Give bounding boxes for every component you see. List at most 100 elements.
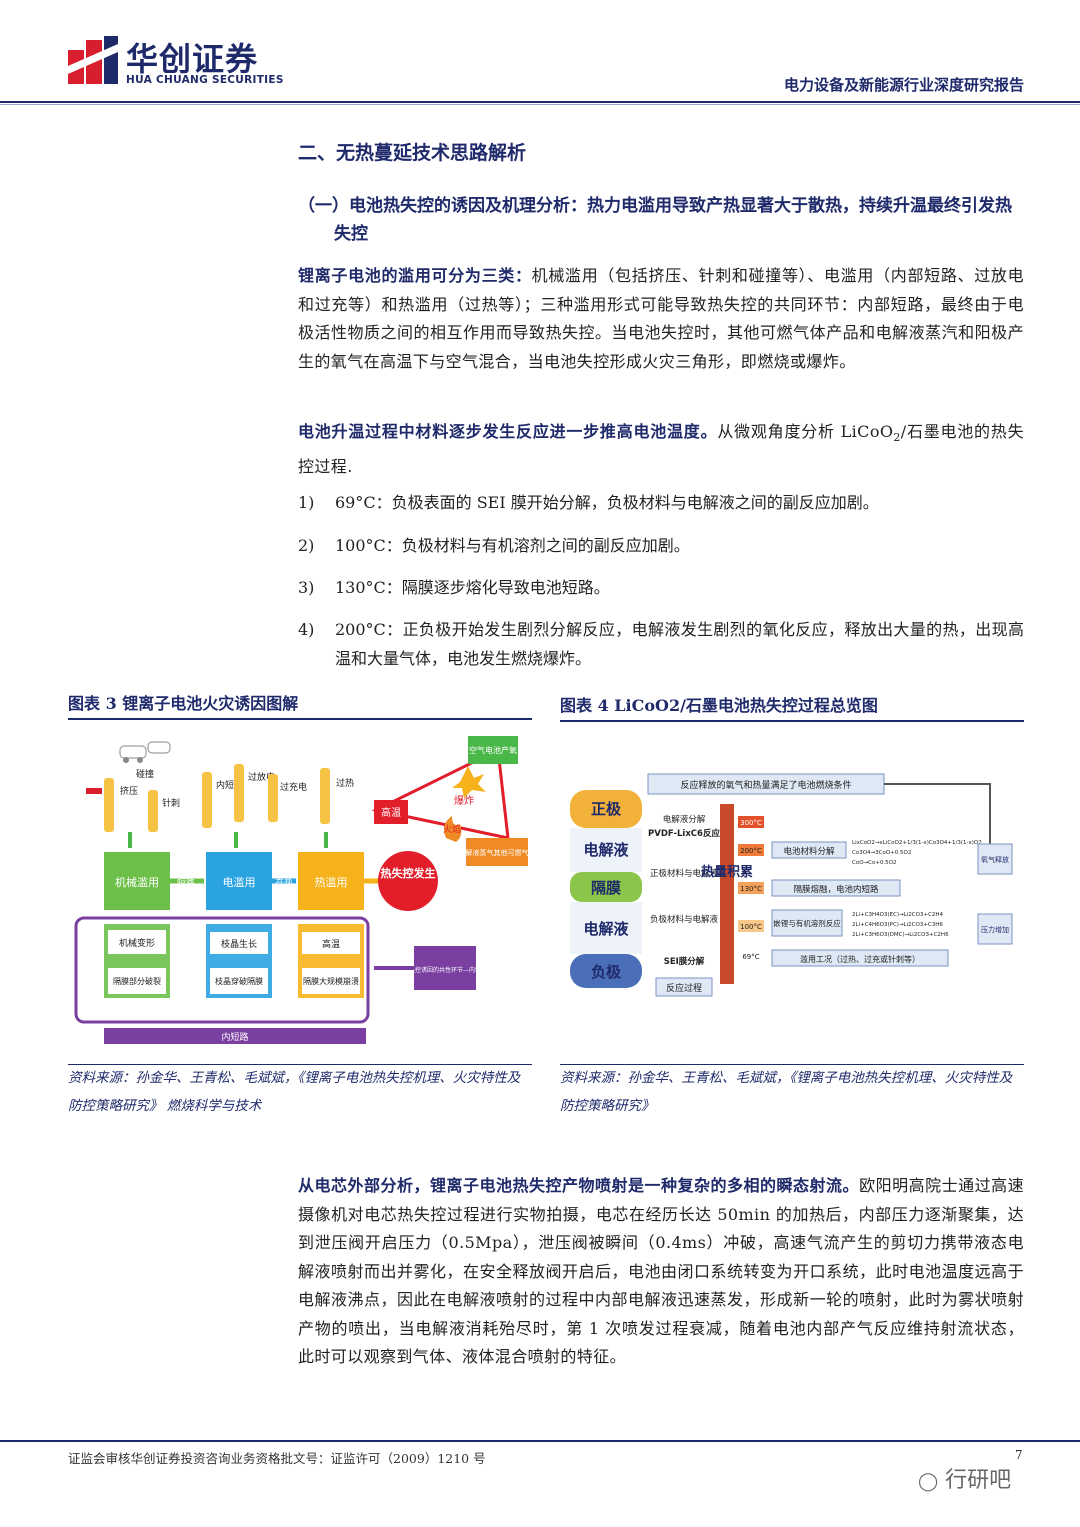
paragraph-body: 机械滥用（包括挤压、针刺和碰撞等）、电滥用（内部短路、过放电和过充等）和热滥用（… [298, 266, 1024, 371]
gas-box [466, 838, 528, 866]
brand-name-en: HUA CHUANG SECURITIES [126, 74, 284, 86]
thermal-abuse-box [298, 852, 364, 910]
thermal-abuse-label: 热滥用 [315, 876, 348, 889]
effect-dendrite-growth: 枝晶生长 [221, 938, 257, 950]
list-text: 130°C：隔膜逐步熔化导致电池短路。 [335, 578, 610, 597]
electrical-abuse-label: 电滥用 [223, 876, 256, 889]
cell-icon [148, 790, 158, 832]
figure-4-diagram: 反应释放的氧气和热量满足了电池燃烧条件 正极 电解液 隔膜 电解液 负极 电解液… [560, 764, 1024, 1004]
figure-4-title-rule [560, 720, 1024, 722]
thermal-runaway-label: 热失控发生 [381, 866, 436, 880]
thermal-runaway-circle [378, 851, 438, 911]
top-banner-label: 反应释放的氧气和热量满足了电池燃烧条件 [680, 779, 851, 791]
equation: Co3O4→3CoO+0.5O2 [852, 850, 911, 856]
list-item: 3) 130°C：隔膜逐步熔化导致电池短路。 [298, 574, 1024, 604]
cell-icon [234, 764, 244, 822]
paragraph-lead: 电池升温过程中材料逐步发生反应进一步推高电池温度。 [298, 422, 718, 441]
cell-icon [320, 768, 330, 824]
layer-cathode [570, 790, 642, 828]
flame-icon [444, 816, 462, 842]
common-note-label: 热失控诱因的共性环节—内短路 [403, 966, 487, 974]
list-item: 4) 200°C：正负极开始发生剧烈分解反应，电解液发生剧烈的氧化反应，释放出大… [298, 616, 1024, 676]
electrical-abuse-box [206, 852, 272, 910]
paragraph-abuse-types: 锂离子电池的滥用可分为三类：机械滥用（包括挤压、针刺和碰撞等）、电滥用（内部短路… [298, 262, 1024, 376]
arrow-label-short: 短路 [177, 877, 195, 889]
subsection-title: （一）电池热失控的诱因及机理分析：热力电滥用导致产热显著大于散热，持续升温最终引… [298, 196, 1012, 244]
car-collision-icon [119, 741, 171, 763]
explosion-label: 爆炸 [454, 795, 474, 807]
list-number: 2) [298, 536, 315, 555]
layer-electrolyte-1 [570, 828, 642, 872]
label-collision: 碰撞 [136, 768, 154, 780]
item-electrolyte-decomp: 电解液分解 [663, 814, 706, 825]
wechat-icon: ◯ [918, 1471, 939, 1492]
paragraph-lead: 锂离子电池的滥用可分为三类： [298, 266, 532, 285]
list-text: 200°C：正负极开始发生剧烈分解反应，电解液发生剧烈的氧化反应，释放出大量的热… [335, 620, 1024, 668]
high-temp-label: 高温 [381, 806, 401, 819]
header-divider [0, 101, 1080, 103]
layer-cathode-label: 正极 [591, 800, 622, 818]
pressure-increase-label: 压力增加 [981, 925, 1009, 934]
paragraph-external-analysis: 从电芯外部分析，锂离子电池热失控产物喷射是一种复杂的多相的瞬态射流。欧阳明高院士… [298, 1172, 1024, 1372]
paragraph-body: 从微观角度分析 LiCoO [717, 422, 894, 441]
event-separator-melt: 隔膜熔融，电池内短路 [793, 884, 879, 895]
arrow-label-heat: 产热 [275, 877, 293, 889]
footer-license-text: 证监会审核华创证券投资咨询业务资格批文号：证监许可（2009）1210 号 [68, 1451, 486, 1466]
layer-separator-label: 隔膜 [591, 879, 621, 897]
internal-short-label: 内短路 [221, 1031, 248, 1043]
event-abuse-condition: 滥用工况（过热、过充或针刺等） [800, 954, 920, 964]
paragraph-body: 欧阳明高院士通过高速摄像机对电芯热失控过程进行实物拍摄，电芯在经历长达 50mi… [298, 1176, 1024, 1366]
cell-icon [268, 774, 278, 822]
logo-mark-icon [68, 36, 118, 84]
high-temp-box [374, 800, 408, 824]
paragraph-lead: 从电芯外部分析，锂离子电池热失控产物喷射是一种复杂的多相的瞬态射流。 [298, 1176, 860, 1195]
paragraph-temperature-rise: 电池升温过程中材料逐步发生反应进一步推高电池温度。从微观角度分析 LiCoO2/… [298, 418, 1024, 481]
flame-label: 火焰 [443, 823, 461, 835]
air-oxygen-box [468, 736, 518, 764]
figure-4-source: 资料来源：孙金华、王青松、毛斌斌，《锂离子电池热失控机理、火灾特性及防控策略研究… [560, 1070, 1013, 1114]
label-crush: 挤压 [120, 785, 138, 797]
fire-triangle [371, 747, 510, 840]
oxygen-release-label: 氧气释放 [981, 855, 1009, 864]
list-text: 100°C：负极材料与有机溶剂之间的副反应加剧。 [335, 536, 690, 555]
list-number: 4) [298, 620, 315, 639]
layer-separator [570, 872, 642, 902]
label-overheat: 过热 [336, 777, 354, 789]
figure-4-title: 图表 4 LiCoO2/石墨电池热失控过程总览图 [560, 696, 878, 715]
oxygen-release-box [977, 843, 1013, 875]
heat-label: 热量积累 [701, 864, 753, 880]
event-lithium-solvent: 嵌锂与有机溶剂反应 [773, 918, 841, 928]
effect-high-temp: 高温 [322, 938, 340, 950]
temp-130: 130°C [740, 885, 762, 893]
figure-3-title-rule [68, 718, 532, 720]
figure-4-source-rule [560, 1064, 1024, 1065]
figure-3-diagram: 碰撞 挤压 针刺 内短路 过放电 过充电 过热 机械滥用 电滥用 热滥用 短路 … [68, 728, 532, 1054]
common-note-box [414, 946, 476, 990]
effect-separator-partial: 隔膜部分破裂 [113, 976, 161, 986]
section-title: 二、无热蔓延技术思路解析 [298, 142, 527, 164]
gas-label: 电解液蒸气其他可燃气体 [459, 848, 533, 857]
crush-arrow-icon [86, 788, 102, 794]
pressure-increase-box [977, 913, 1013, 945]
label-needle: 针刺 [162, 797, 180, 809]
mechanical-abuse-label: 机械滥用 [115, 875, 159, 889]
page-number: 7 [1015, 1448, 1023, 1462]
temp-300: 300°C [740, 819, 762, 827]
air-oxygen-label: 空气电池产氧 [469, 745, 517, 755]
brand-name-cn: 华创证券 [126, 40, 259, 78]
layer-anode [570, 954, 642, 988]
label-overcharge: 过充电 [280, 781, 307, 793]
cell-icon [104, 778, 114, 832]
equation: CoO→Co+0.5O2 [852, 860, 897, 866]
layer-electrolyte-1-label: 电解液 [583, 841, 629, 859]
equation: 2Li+C4H6O3(PC)→Li2CO3+C3H6 [852, 922, 943, 928]
layer-electrolyte-2-label: 电解液 [583, 920, 629, 938]
report-type-label: 电力设备及新能源行业深度研究报告 [783, 76, 1024, 94]
list-item: 2) 100°C：负极材料与有机溶剂之间的副反应加剧。 [298, 532, 1024, 562]
paragraph-body: /石墨电池的热失控过程. [298, 422, 1024, 476]
figure-3-source-rule [68, 1064, 532, 1065]
temp-69: 69°C [742, 953, 759, 961]
heat-column [720, 804, 734, 984]
temp-100: 100°C [740, 923, 762, 931]
header-divider-thin [0, 104, 1080, 105]
